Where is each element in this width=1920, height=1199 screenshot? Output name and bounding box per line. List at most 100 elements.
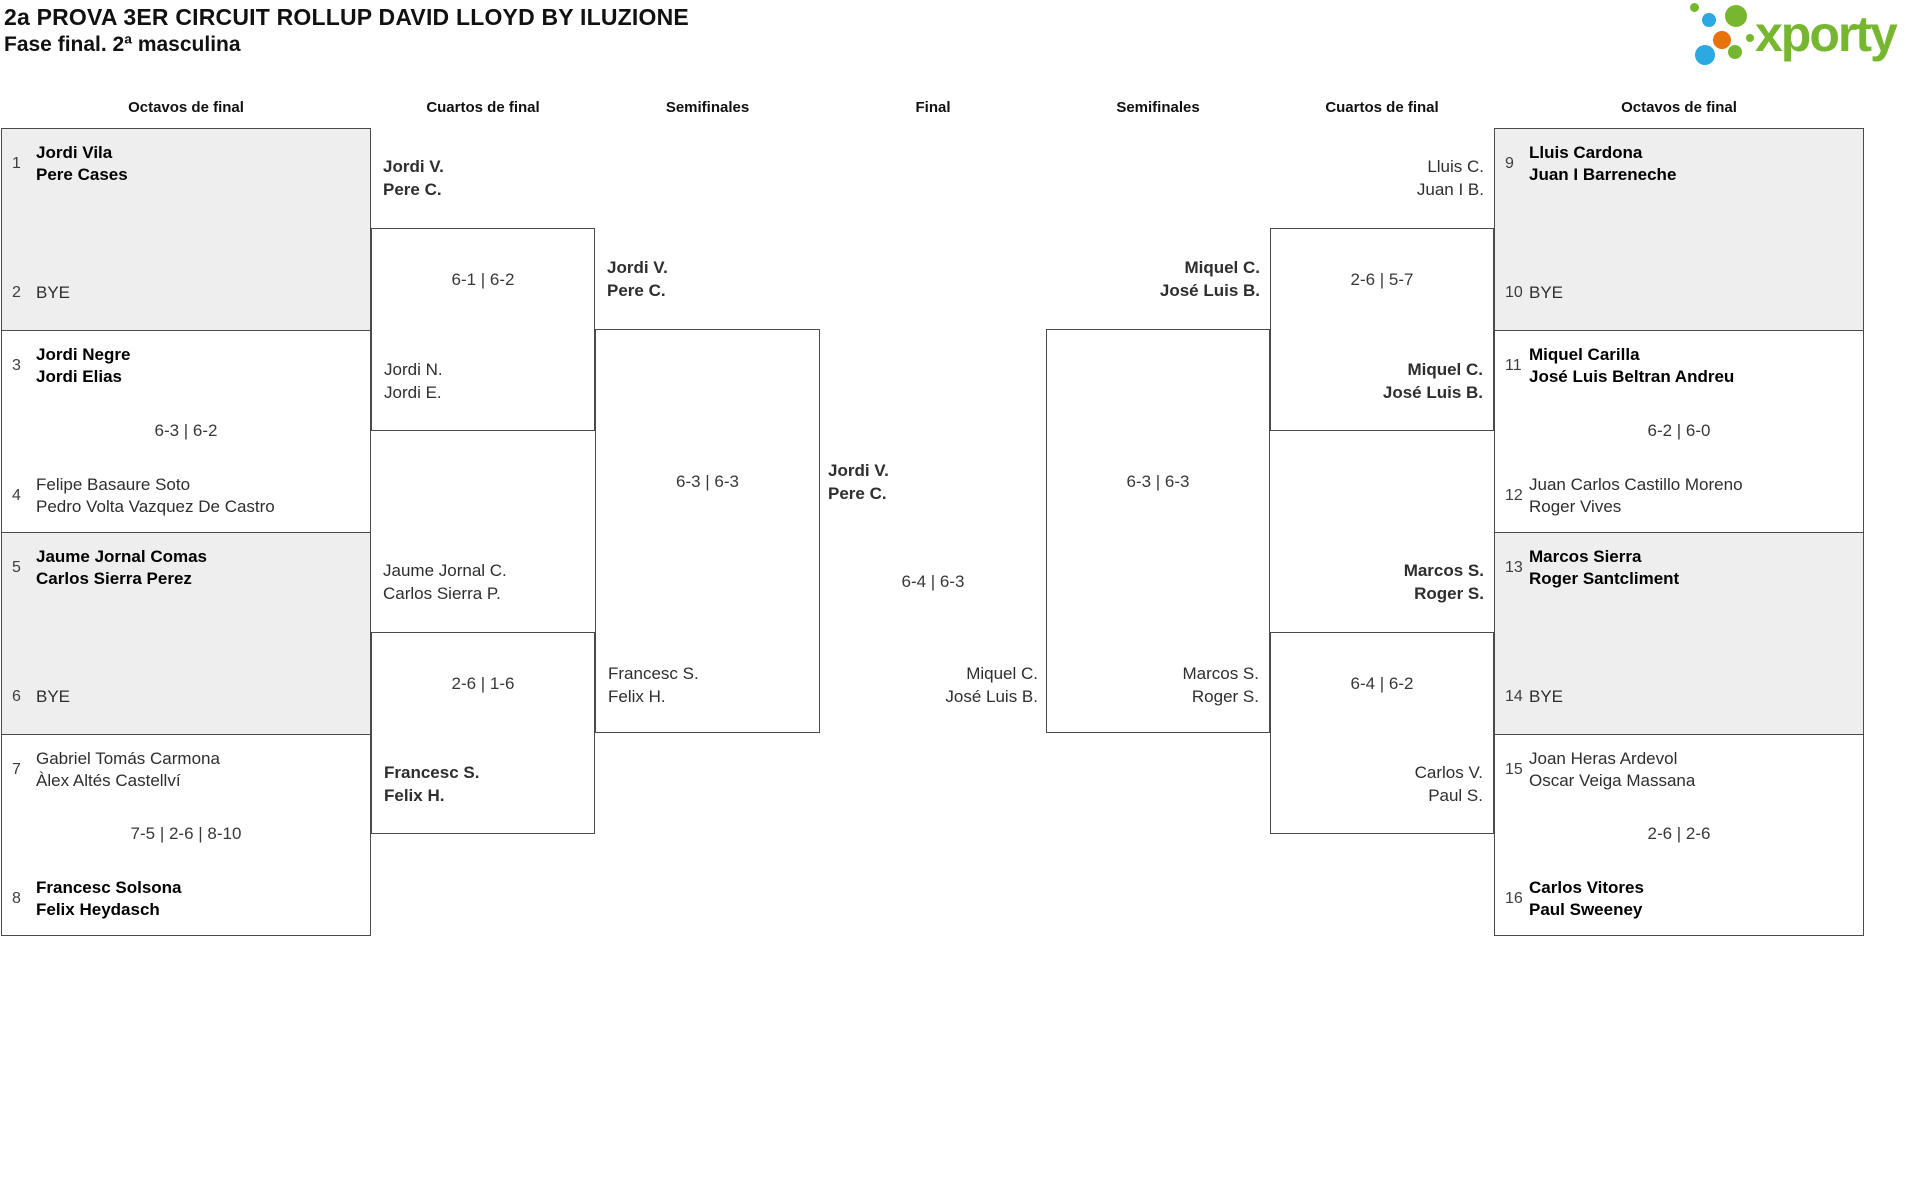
team-row[interactable]: 3 Jordi Negre Jordi Elias xyxy=(12,344,362,388)
match-score: 6-4 | 6-2 xyxy=(1350,674,1414,693)
seed-number: 6 xyxy=(12,688,21,705)
advancing-team-label[interactable]: Marcos S. Roger S. xyxy=(1182,662,1259,708)
player-name: Miquel C. xyxy=(966,664,1038,683)
xporty-logo[interactable]: xporty xyxy=(1685,0,1920,80)
seed-number: 16 xyxy=(1505,890,1523,907)
player-name: Francesc S. xyxy=(384,763,480,782)
quarterfinal-box-3[interactable]: 2-6 | 5-7 Miquel C. José Luis B. xyxy=(1270,228,1494,431)
team-row[interactable]: 6 BYE xyxy=(12,686,362,708)
quarterfinal-box-2[interactable]: 2-6 | 1-6 Francesc S. Felix H. xyxy=(371,632,595,834)
seed-number: 4 xyxy=(12,487,21,504)
player-name: Pere Cases xyxy=(36,165,128,184)
player-name: Jaume Jornal C. xyxy=(383,561,507,580)
seed-number: 7 xyxy=(12,761,21,778)
final-runnerup-label[interactable]: Miquel C. José Luis B. xyxy=(820,662,1038,708)
advancing-team-label[interactable]: Jordi V. Pere C. xyxy=(607,256,668,302)
match-score: 7-5 | 2-6 | 8-10 xyxy=(130,824,242,843)
advancing-team-label[interactable]: Jordi N. Jordi E. xyxy=(384,358,443,404)
team-row[interactable]: 9 Lluis Cardona Juan I Barreneche xyxy=(1505,142,1855,186)
match-box-2[interactable]: 3 Jordi Negre Jordi Elias 6-3 | 6-2 4 Fe… xyxy=(1,330,371,533)
semifinal-box-2[interactable]: 6-3 | 6-3 Marcos S. Roger S. xyxy=(1046,329,1270,733)
player-name: Juan Carlos Castillo Moreno xyxy=(1529,475,1743,494)
advancing-team-label[interactable]: Carlos V. Paul S. xyxy=(1415,761,1483,807)
seed-number: 2 xyxy=(12,284,21,301)
player-name: Felipe Basaure Soto xyxy=(36,475,191,494)
player-name: Francesc Solsona xyxy=(36,878,182,897)
seed-number: 10 xyxy=(1505,284,1523,301)
seed-number: 13 xyxy=(1505,559,1523,576)
team-row[interactable]: 15 Joan Heras Ardevol Oscar Veiga Massan… xyxy=(1505,748,1855,792)
seed-number: 5 xyxy=(12,559,21,576)
player-name: Felix H. xyxy=(384,786,445,805)
round-header-cuartos-right: Cuartos de final xyxy=(1325,99,1439,116)
logo-dot-icon xyxy=(1695,45,1715,65)
logo-dot-icon xyxy=(1746,34,1754,42)
match-box-8[interactable]: 15 Joan Heras Ardevol Oscar Veiga Massan… xyxy=(1494,734,1864,936)
team-row[interactable]: 2 BYE xyxy=(12,282,362,304)
quarterfinal-box-4[interactable]: 6-4 | 6-2 Carlos V. Paul S. xyxy=(1270,632,1494,834)
advancing-team-label[interactable]: Francesc S. Felix H. xyxy=(384,761,479,807)
team-row[interactable]: 14 BYE xyxy=(1505,686,1855,708)
seed-number: 14 xyxy=(1505,688,1523,705)
team-row[interactable]: 5 Jaume Jornal Comas Carlos Sierra Perez xyxy=(12,546,362,590)
match-box-3[interactable]: 5 Jaume Jornal Comas Carlos Sierra Perez… xyxy=(1,532,371,735)
team-row[interactable]: 1 Jordi Vila Pere Cases xyxy=(12,142,362,186)
match-box-5[interactable]: 9 Lluis Cardona Juan I Barreneche 10 BYE xyxy=(1494,128,1864,331)
player-name: Miquel Carilla xyxy=(1529,345,1640,364)
player-name: Pere C. xyxy=(607,281,666,300)
match-box-7[interactable]: 13 Marcos Sierra Roger Santcliment 14 BY… xyxy=(1494,532,1864,735)
team-row[interactable]: 12 Juan Carlos Castillo Moreno Roger Viv… xyxy=(1505,474,1855,518)
player-name: José Luis B. xyxy=(1382,383,1483,402)
player-name: Felix H. xyxy=(608,687,666,706)
advancing-team-label[interactable]: Miquel C. José Luis B. xyxy=(1383,358,1483,404)
player-name: Juan I B. xyxy=(1416,180,1484,199)
advancing-team-label[interactable]: Miquel C. José Luis B. xyxy=(1046,256,1260,302)
team-row[interactable]: 4 Felipe Basaure Soto Pedro Volta Vazque… xyxy=(12,474,362,518)
match-score: 6-2 | 6-0 xyxy=(1647,420,1711,440)
match-box-4[interactable]: 7 Gabriel Tomás Carmona Àlex Altés Caste… xyxy=(1,734,371,936)
advancing-team-label[interactable]: Jordi V. Pere C. xyxy=(383,155,444,201)
round-header-octavos-right: Octavos de final xyxy=(1621,99,1737,116)
logo-dot-icon xyxy=(1690,3,1699,12)
bye-label: BYE xyxy=(1529,283,1564,302)
player-name: Jordi V. xyxy=(607,258,668,277)
team-row[interactable]: 13 Marcos Sierra Roger Santcliment xyxy=(1505,546,1855,590)
team-row[interactable]: 7 Gabriel Tomás Carmona Àlex Altés Caste… xyxy=(12,748,362,792)
player-name: Carlos Sierra Perez xyxy=(36,569,192,588)
bye-label: BYE xyxy=(36,283,71,302)
match-box-6[interactable]: 11 Miquel Carilla José Luis Beltran Andr… xyxy=(1494,330,1864,533)
seed-number: 8 xyxy=(12,890,21,907)
match-score: 2-6 | 2-6 xyxy=(1647,824,1711,843)
player-name: Joan Heras Ardevol xyxy=(1529,749,1678,768)
player-name: Lluis Cardona xyxy=(1529,143,1643,162)
match-box-1[interactable]: 1 Jordi Vila Pere Cases 2 BYE xyxy=(1,128,371,331)
player-name: Àlex Altés Castellví xyxy=(36,771,181,790)
advancing-team-label[interactable]: Lluis C. Juan I B. xyxy=(1270,155,1484,201)
team-row[interactable]: 8 Francesc Solsona Felix Heydasch xyxy=(12,877,362,921)
semifinal-box-1[interactable]: 6-3 | 6-3 Francesc S. Felix H. xyxy=(595,329,820,733)
player-name: Pere C. xyxy=(383,180,442,199)
round-header-semifinales-left: Semifinales xyxy=(665,99,750,116)
final-winner-label[interactable]: Jordi V. Pere C. xyxy=(828,459,889,505)
team-row[interactable]: 11 Miquel Carilla José Luis Beltran Andr… xyxy=(1505,344,1855,388)
match-score: 6-3 | 6-2 xyxy=(154,420,218,440)
advancing-team-label[interactable]: Francesc S. Felix H. xyxy=(608,662,699,708)
logo-dot-icon xyxy=(1713,31,1731,49)
player-name: Roger S. xyxy=(1191,687,1259,706)
advancing-team-label[interactable]: Marcos S. Roger S. xyxy=(1270,559,1484,605)
player-name: Juan I Barreneche xyxy=(1529,165,1677,184)
player-name: Marcos S. xyxy=(1403,561,1484,580)
quarterfinal-box-1[interactable]: 6-1 | 6-2 Jordi N. Jordi E. xyxy=(371,228,595,431)
player-name: Jordi Vila xyxy=(36,143,113,162)
final-score: 6-4 | 6-3 xyxy=(901,572,965,591)
advancing-team-label[interactable]: Jaume Jornal C. Carlos Sierra P. xyxy=(383,559,507,605)
page-subtitle: Fase final. 2ª masculina xyxy=(4,33,241,56)
player-name: Jordi E. xyxy=(384,383,442,402)
team-row[interactable]: 16 Carlos Vitores Paul Sweeney xyxy=(1505,877,1855,921)
player-name: Miquel C. xyxy=(1184,258,1260,277)
player-name: Roger S. xyxy=(1414,584,1484,603)
team-row[interactable]: 10 BYE xyxy=(1505,282,1855,304)
page-title: 2a PROVA 3ER CIRCUIT ROLLUP DAVID LLOYD … xyxy=(4,4,689,30)
player-name: Jordi V. xyxy=(383,157,444,176)
